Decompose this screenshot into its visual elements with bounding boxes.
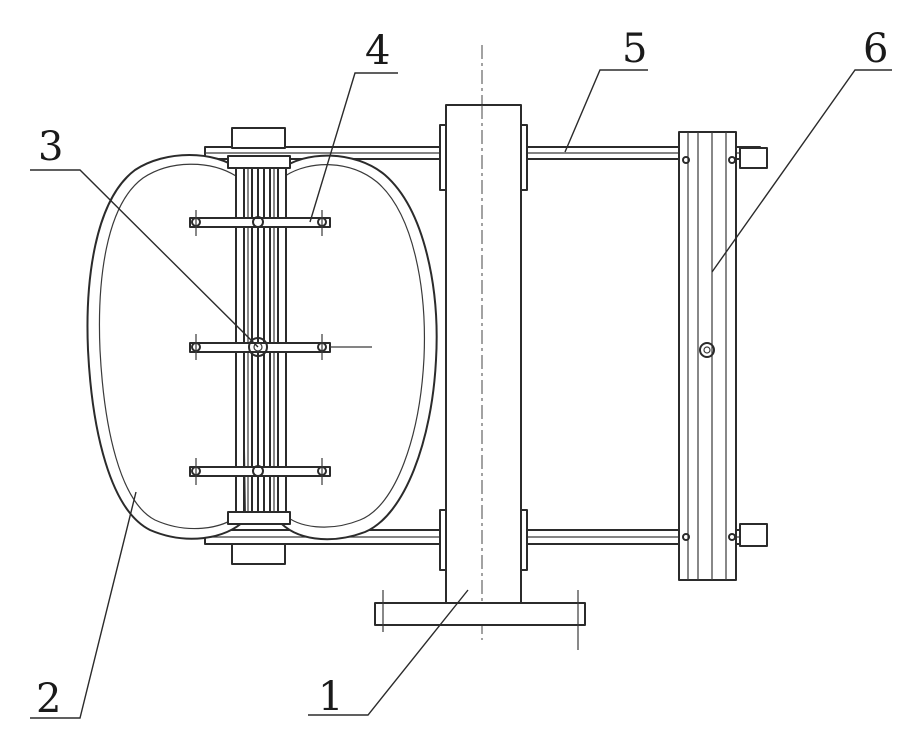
shaft-top-cap (228, 156, 290, 168)
callout-2: 2 (36, 676, 61, 722)
top-nut (232, 128, 285, 148)
shaft-bottom-cap (228, 512, 290, 524)
bottom-nut (232, 544, 285, 564)
callout-6: 6 (863, 26, 888, 72)
callout-5: 5 (622, 26, 647, 72)
callout-4: 4 (365, 28, 390, 74)
side-plate (679, 132, 736, 580)
callout-1: 1 (318, 674, 343, 720)
vertical-column (440, 105, 527, 605)
callout-3: 3 (38, 124, 63, 170)
